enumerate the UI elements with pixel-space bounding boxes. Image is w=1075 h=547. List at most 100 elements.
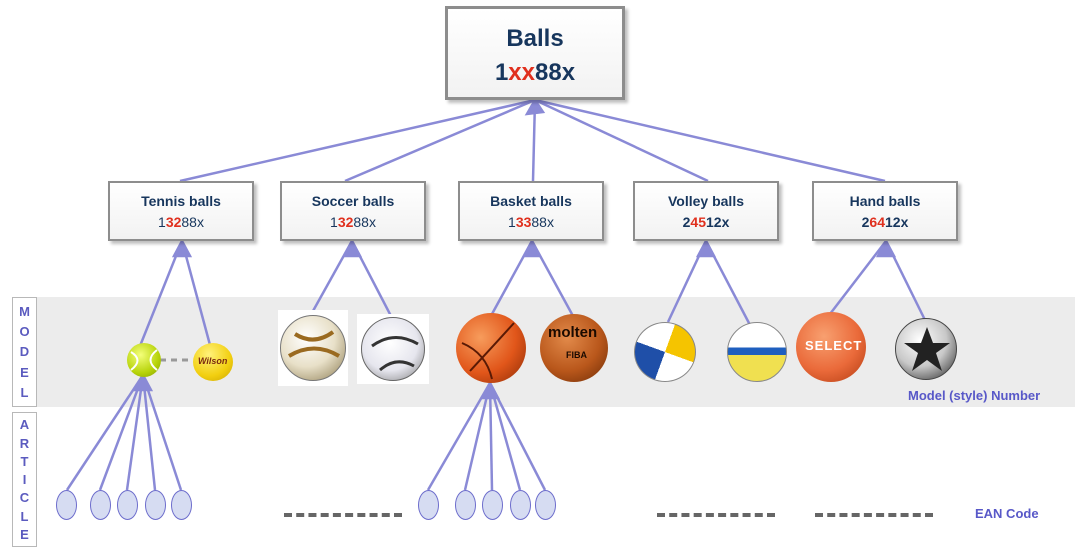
connector-tennis-ean3 (125, 374, 145, 491)
root-title: Balls (506, 25, 564, 52)
code-segment: xx (508, 59, 535, 86)
connector-root-hand (534, 98, 886, 183)
select-logo: SELECT (805, 338, 863, 353)
side-letter: O (19, 324, 30, 340)
code-segment: 32 (337, 214, 354, 230)
connector-root-soccer (344, 98, 536, 183)
basket-arrowhead (521, 238, 543, 258)
wilson-logo: Wilson (198, 356, 228, 366)
ean-placeholder-dashes (657, 513, 775, 517)
code-segment: 88x (181, 214, 204, 230)
category-title: Basket balls (490, 193, 572, 209)
soccer-ball-photo-1 (278, 310, 348, 386)
side-letter: C (19, 490, 30, 506)
root-box-balls: Balls 1xx88x (445, 6, 625, 100)
code-segment: 2 (682, 214, 691, 230)
category-title: Hand balls (849, 193, 921, 209)
code-segment: 45 (690, 214, 706, 230)
connector-hand-model1 (829, 240, 887, 315)
category-box-basket: Basket balls 13388x (458, 181, 604, 241)
code-segment: 88x (535, 59, 576, 86)
connector-basket-ean4 (488, 382, 522, 491)
tennis-ean-arrowhead (132, 372, 154, 392)
molten-logo: molten (548, 324, 598, 341)
connector-tennis-model2 (180, 240, 212, 346)
code-segment: 2 (861, 214, 870, 230)
root-code: 1xx88x (448, 59, 622, 87)
ean-code-node (418, 490, 439, 520)
tennis-arrowhead (171, 238, 193, 258)
code-segment: 64 (869, 214, 885, 230)
connector-basket-ean1 (426, 382, 492, 491)
side-letter: T (20, 453, 29, 469)
connector-tennis-ean1 (65, 374, 145, 491)
soccer-ball-jabulani-icon (280, 315, 346, 381)
side-letter: E (20, 364, 29, 380)
code-segment: 12x (706, 214, 730, 230)
volleyball-icon (634, 322, 696, 382)
code-segment: 1 (494, 59, 509, 86)
pro-touch-volleyball-icon (727, 322, 787, 382)
ean-placeholder-dashes (284, 513, 402, 517)
code-segment: 32 (165, 214, 182, 230)
category-box-tennis: Tennis balls 13288x (108, 181, 254, 241)
wilson-tennis-ball-icon: Wilson (193, 343, 233, 381)
molten-basketball-icon: molten FIBA (540, 314, 608, 382)
tennis-ball-icon (127, 343, 161, 377)
ean-code-node (56, 490, 77, 520)
volley-arrowhead (695, 238, 717, 258)
ean-code-node (455, 490, 476, 520)
hand-arrowhead (875, 238, 897, 258)
side-letter: L (20, 384, 29, 400)
ean-code-label: EAN Code (975, 506, 1039, 521)
category-box-volley: Volley balls 24512x (633, 181, 779, 241)
category-box-soccer: Soccer balls 13288x (280, 181, 426, 241)
soccer-ball-pro-touch-icon (361, 317, 425, 381)
code-segment: 88x (353, 214, 376, 230)
category-title: Soccer balls (311, 193, 395, 209)
connector-tennis-ean4 (141, 374, 157, 491)
code-segment: 1 (330, 214, 338, 230)
category-title: Tennis balls (141, 193, 221, 209)
soccer-ball-photo-2 (357, 314, 429, 384)
side-letter: R (19, 435, 30, 451)
ean-code-node (145, 490, 166, 520)
ean-code-node (90, 490, 111, 520)
side-letter: I (22, 472, 27, 487)
category-code: 13288x (282, 214, 424, 230)
connector-root-tennis (179, 98, 536, 183)
category-code: 13388x (460, 214, 602, 230)
connector-root-volley (534, 98, 709, 183)
ean-code-node (117, 490, 138, 520)
connector-tennis-ean2 (98, 374, 145, 491)
fiba-logo: FIBA (566, 350, 587, 360)
ean-code-node (510, 490, 531, 520)
soccer-arrowhead (341, 238, 363, 258)
connector-basket-ean3 (488, 382, 494, 491)
root-arrowhead (524, 97, 546, 116)
connector-basket-ean2 (463, 382, 492, 491)
category-code: 24512x (635, 214, 777, 230)
code-segment: 1 (508, 214, 516, 230)
code-segment: 33 (515, 214, 532, 230)
ean-code-node (482, 490, 503, 520)
model-number-label: Model (style) Number (908, 388, 1041, 403)
ean-code-node (171, 490, 192, 520)
handball-star-icon (895, 318, 957, 380)
side-letter: E (20, 526, 29, 542)
select-handball-icon: SELECT (796, 312, 866, 382)
ean-code-node (535, 490, 556, 520)
code-segment: 12x (885, 214, 909, 230)
code-segment: 1 (158, 214, 166, 230)
side-letter: L (20, 508, 29, 524)
connector-basket-ean5 (488, 382, 547, 491)
basketball-icon (456, 313, 526, 383)
side-letter: M (19, 304, 30, 320)
side-letter: D (19, 344, 30, 360)
connector-tennis-model1 (138, 240, 184, 347)
ean-placeholder-dashes (815, 513, 933, 517)
code-segment: 88x (531, 214, 554, 230)
category-code: 13288x (110, 214, 252, 230)
